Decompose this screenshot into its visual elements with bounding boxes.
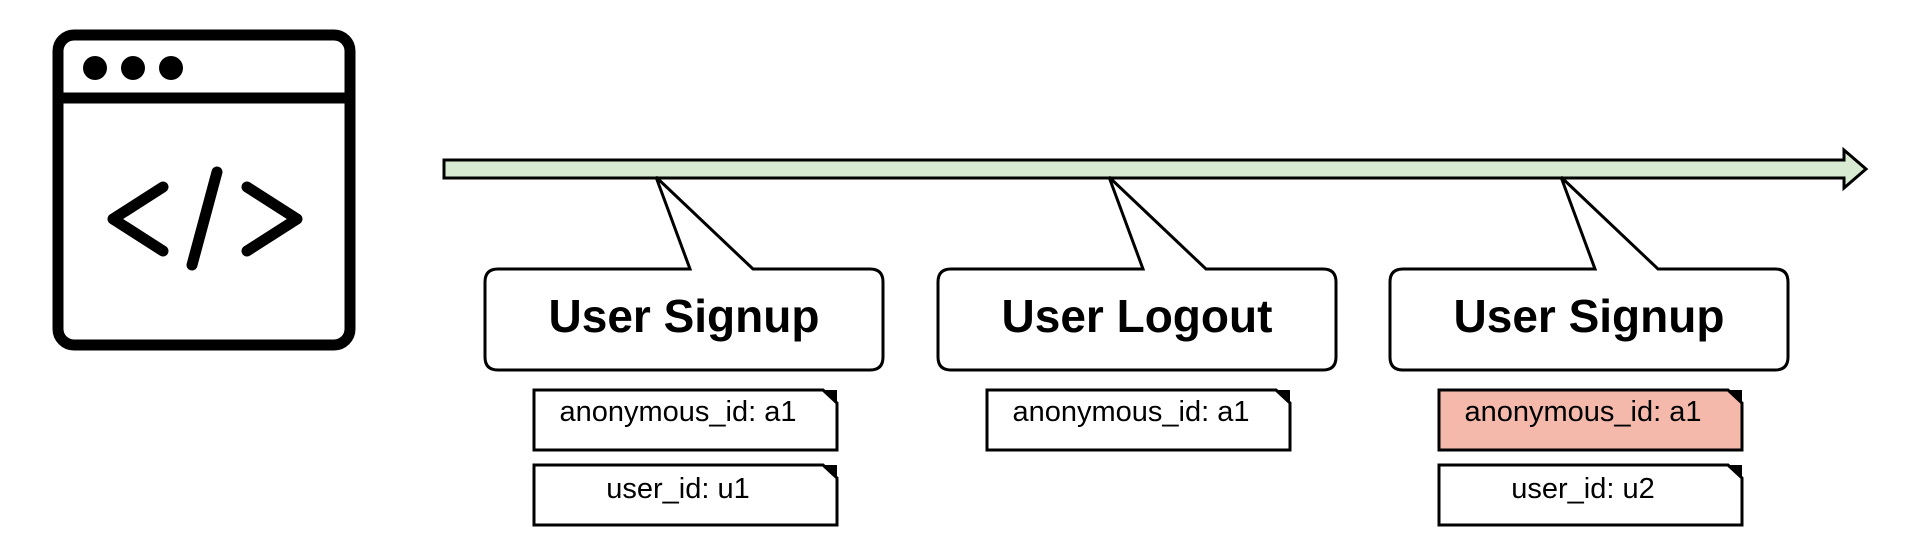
property-note-box <box>532 388 839 452</box>
code-bracket-right-icon <box>241 181 303 257</box>
property-note-2-1: anonymous_id: a1 <box>985 388 1292 452</box>
property-note-box <box>1437 463 1744 527</box>
property-anonymous-id: anonymous_id: a1 <box>1465 396 1702 428</box>
code-slash-icon <box>186 166 223 271</box>
timeline-arrow <box>442 146 1869 192</box>
event-group-3: User Signup anonymous_id: a1 user_id: u2 <box>1388 175 1790 527</box>
property-user-id: user_id: u1 <box>606 473 750 505</box>
event-callout-3 <box>1388 175 1790 372</box>
event-group-1: User Signup anonymous_id: a1 user_id: u1 <box>483 175 885 527</box>
event-title-3: User Signup <box>1454 290 1725 342</box>
event-title-1: User Signup <box>549 290 820 342</box>
code-bracket-left-icon <box>107 181 169 257</box>
property-note-3-2: user_id: u2 <box>1437 463 1744 527</box>
window-dot-1 <box>83 56 107 80</box>
property-note-box <box>532 463 839 527</box>
property-user-id: user_id: u2 <box>1511 473 1655 505</box>
event-title-2: User Logout <box>1002 290 1273 342</box>
window-dot-2 <box>121 56 145 80</box>
browser-window-frame <box>52 29 356 351</box>
property-note-3-1: anonymous_id: a1 <box>1437 388 1744 452</box>
event-callout-2 <box>936 175 1338 372</box>
property-note-1-1: anonymous_id: a1 <box>532 388 839 452</box>
window-dot-3 <box>159 56 183 80</box>
note-corner-fold-icon <box>1728 390 1742 403</box>
event-callout-1 <box>483 175 885 372</box>
property-note-1-2: user_id: u1 <box>532 463 839 527</box>
note-corner-fold-icon <box>1728 465 1742 478</box>
property-anonymous-id: anonymous_id: a1 <box>1013 396 1250 428</box>
property-note-box-highlighted <box>1437 388 1744 452</box>
property-anonymous-id: anonymous_id: a1 <box>560 396 797 428</box>
note-corner-fold-icon <box>1276 390 1290 403</box>
property-note-box <box>985 388 1292 452</box>
note-corner-fold-icon <box>823 465 837 478</box>
event-group-2: User Logout anonymous_id: a1 <box>936 175 1338 452</box>
note-corner-fold-icon <box>823 390 837 403</box>
browser-code-icon <box>52 29 356 351</box>
